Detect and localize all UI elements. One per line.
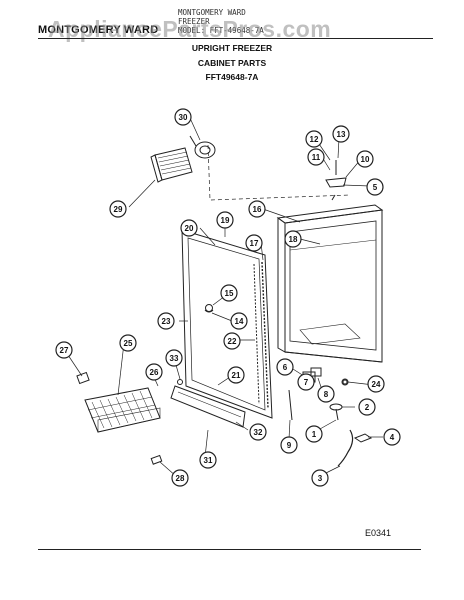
top-rule [38,38,433,39]
callout-25: 25 [119,334,137,352]
svg-text:19: 19 [221,216,230,225]
callout-12: 12 [305,130,323,148]
diagram-code: E0341 [365,528,392,538]
callout-4: 4 [383,428,401,446]
callout-27: 27 [55,341,73,359]
callout-29: 29 [109,200,127,218]
svg-text:23: 23 [162,317,171,326]
svg-text:5: 5 [373,183,378,192]
callout-16: 16 [248,200,266,218]
callout-18: 18 [284,230,302,248]
section-title: CABINET PARTS [197,58,267,68]
basket-clip-part [76,371,90,385]
svg-text:9: 9 [287,441,292,450]
svg-text:8: 8 [324,390,329,399]
svg-text:22: 22 [228,337,237,346]
svg-text:25: 25 [124,339,133,348]
svg-text:13: 13 [337,130,346,139]
svg-text:3: 3 [318,474,323,483]
callout-8: 8 [317,385,335,403]
svg-text:14: 14 [235,317,244,326]
callout-23: 23 [157,312,175,330]
svg-text:20: 20 [185,224,194,233]
small-part-28 [150,454,163,465]
svg-text:29: 29 [114,205,123,214]
svg-text:24: 24 [372,380,381,389]
svg-text:7: 7 [304,378,309,387]
callout-5: 5 [366,178,384,196]
callout-10: 10 [356,150,374,168]
svg-text:10: 10 [361,155,370,164]
callout-32: 32 [249,423,267,441]
callout-33: 33 [165,349,183,367]
svg-text:28: 28 [176,474,185,483]
callout-15: 15 [220,284,238,302]
cabinet [276,204,384,363]
svg-text:21: 21 [232,371,241,380]
callout-14: 14 [230,312,248,330]
svg-text:31: 31 [204,456,213,465]
callout-1: 1 [305,425,323,443]
svg-text:11: 11 [312,153,321,162]
basket [84,387,161,433]
callout-31: 31 [199,451,217,469]
svg-text:27: 27 [60,346,69,355]
svg-text:1: 1 [312,430,317,439]
header-model-text: MONTGOMERY WARD FREEZER MODEL: FFT-49648… [178,8,264,35]
svg-text:33: 33 [170,354,179,363]
svg-text:32: 32 [254,428,263,437]
callout-11: 11 [307,148,325,166]
callout-9: 9 [280,436,298,454]
svg-text:4: 4 [390,433,395,442]
callout-19: 19 [216,211,234,229]
callout-13: 13 [332,125,350,143]
svg-text:17: 17 [250,239,259,248]
product-title: UPRIGHT FREEZER [191,43,273,53]
callout-24: 24 [367,375,385,393]
callout-28: 28 [171,469,189,487]
callout-2: 2 [358,398,376,416]
svg-text:2: 2 [365,403,370,412]
svg-text:15: 15 [225,289,234,298]
svg-text:26: 26 [150,368,159,377]
brand-label: MONTGOMERY WARD [38,24,159,36]
svg-text:6: 6 [283,363,288,372]
callout-6: 6 [276,358,294,376]
callout-21: 21 [227,366,245,384]
svg-text:18: 18 [289,235,298,244]
svg-text:12: 12 [310,135,319,144]
evaporator-fan [150,135,216,183]
callout-26: 26 [145,363,163,381]
svg-text:16: 16 [253,205,262,214]
kick-plate [170,385,246,428]
callout-3: 3 [311,469,329,487]
callout-30: 30 [174,108,192,126]
hinge-parts [288,367,373,467]
callout-20: 20 [180,219,198,237]
svg-text:30: 30 [179,113,188,122]
callout-7: 7 [297,373,315,391]
bottom-rule [38,549,421,550]
model-title: FFT49648-7A [205,72,259,82]
callout-22: 22 [223,332,241,350]
door [181,229,273,419]
callout-17: 17 [245,234,263,252]
top-hardware [325,160,347,201]
watermark: AppliancePartsPros.com [48,16,332,42]
